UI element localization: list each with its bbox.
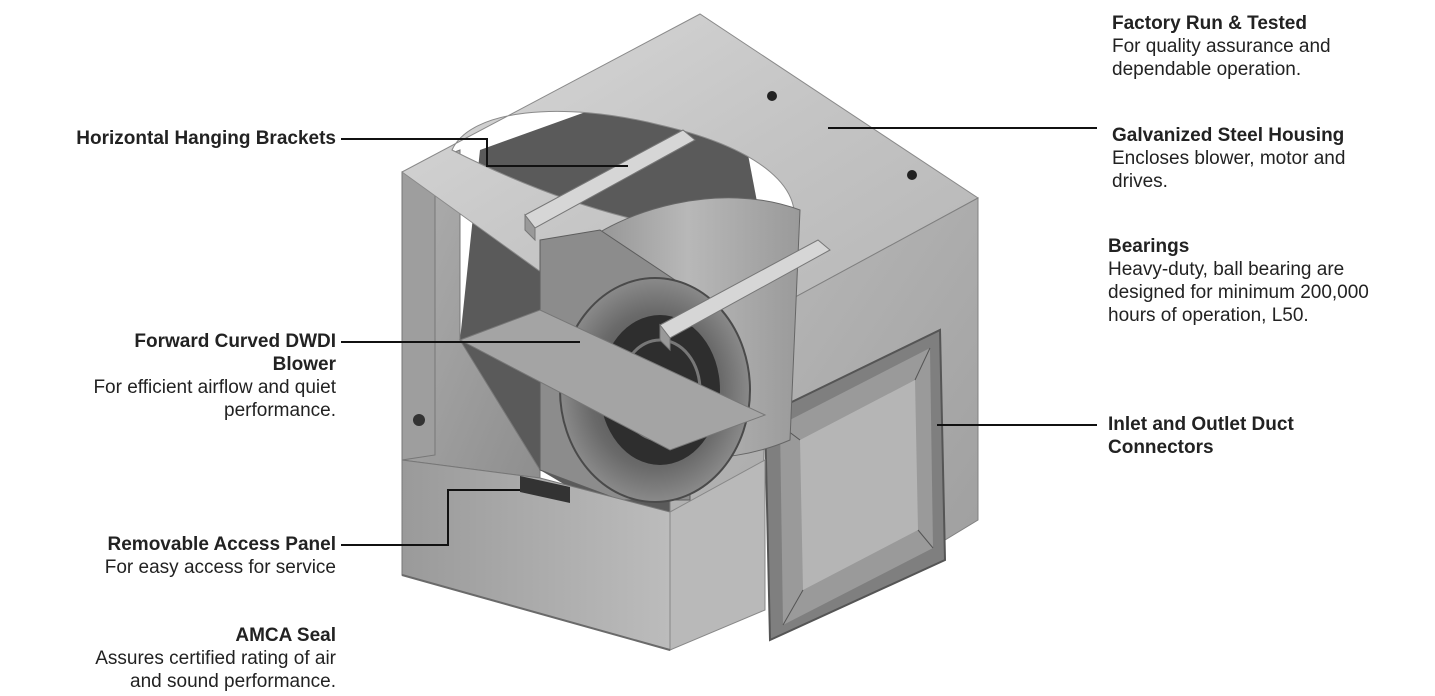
callout-description: Heavy-duty, ball bearing are (1108, 259, 1345, 280)
hanging-brackets (524, 129, 831, 352)
leader-lines (341, 127, 1097, 546)
callout-title: Factory Run & Tested (1112, 13, 1307, 34)
leader-horizontal-brackets (341, 138, 628, 167)
callout-horizontal-brackets: Horizontal Hanging Brackets (76, 127, 336, 150)
callout-amca-seal: AMCA Seal Assures certified rating of ai… (95, 624, 336, 693)
base-frame (401, 309, 767, 651)
callout-title: Forward Curved DWDI (134, 331, 336, 352)
callout-description: performance. (224, 400, 336, 421)
callout-title: Inlet and Outlet Duct (1108, 414, 1294, 435)
callout-description: drives. (1112, 171, 1168, 192)
callout-title: Removable Access Panel (107, 534, 336, 555)
callout-description: and sound performance. (130, 671, 336, 692)
callout-title: Connectors (1108, 437, 1214, 458)
callout-description: hours of operation, L50. (1108, 305, 1309, 326)
callout-inlet-outlet: Inlet and Outlet Duct Connectors (1108, 413, 1294, 459)
callout-description: Encloses blower, motor and (1112, 148, 1346, 169)
leader-access-panel (341, 489, 520, 546)
callout-access-panel: Removable Access Panel For easy access f… (105, 533, 336, 579)
callout-galvanized-housing: Galvanized Steel Housing Encloses blower… (1112, 124, 1345, 193)
callout-description: For quality assurance and (1112, 36, 1331, 57)
callout-description: designed for minimum 200,000 (1108, 282, 1369, 303)
callout-description: Assures certified rating of air (95, 648, 336, 669)
callout-title: Blower (272, 354, 336, 375)
callout-title: Bearings (1108, 236, 1190, 257)
callout-description: For easy access for service (104, 557, 336, 578)
callout-forward-curved-blower: Forward Curved DWDI Blower For efficient… (93, 330, 336, 422)
callout-factory-run: Factory Run & Tested For quality assuran… (1112, 12, 1331, 81)
callout-bearings: Bearings Heavy-duty, ball bearing are de… (1108, 235, 1369, 327)
callout-title: Horizontal Hanging Brackets (76, 128, 336, 149)
duct-connector (763, 328, 947, 642)
access-panel-slot (520, 476, 570, 503)
callout-description: For efficient airflow and quiet (93, 377, 336, 398)
callout-title: Galvanized Steel Housing (1112, 125, 1345, 146)
callout-description: dependable operation. (1112, 59, 1302, 80)
callout-title: AMCA Seal (235, 625, 336, 646)
